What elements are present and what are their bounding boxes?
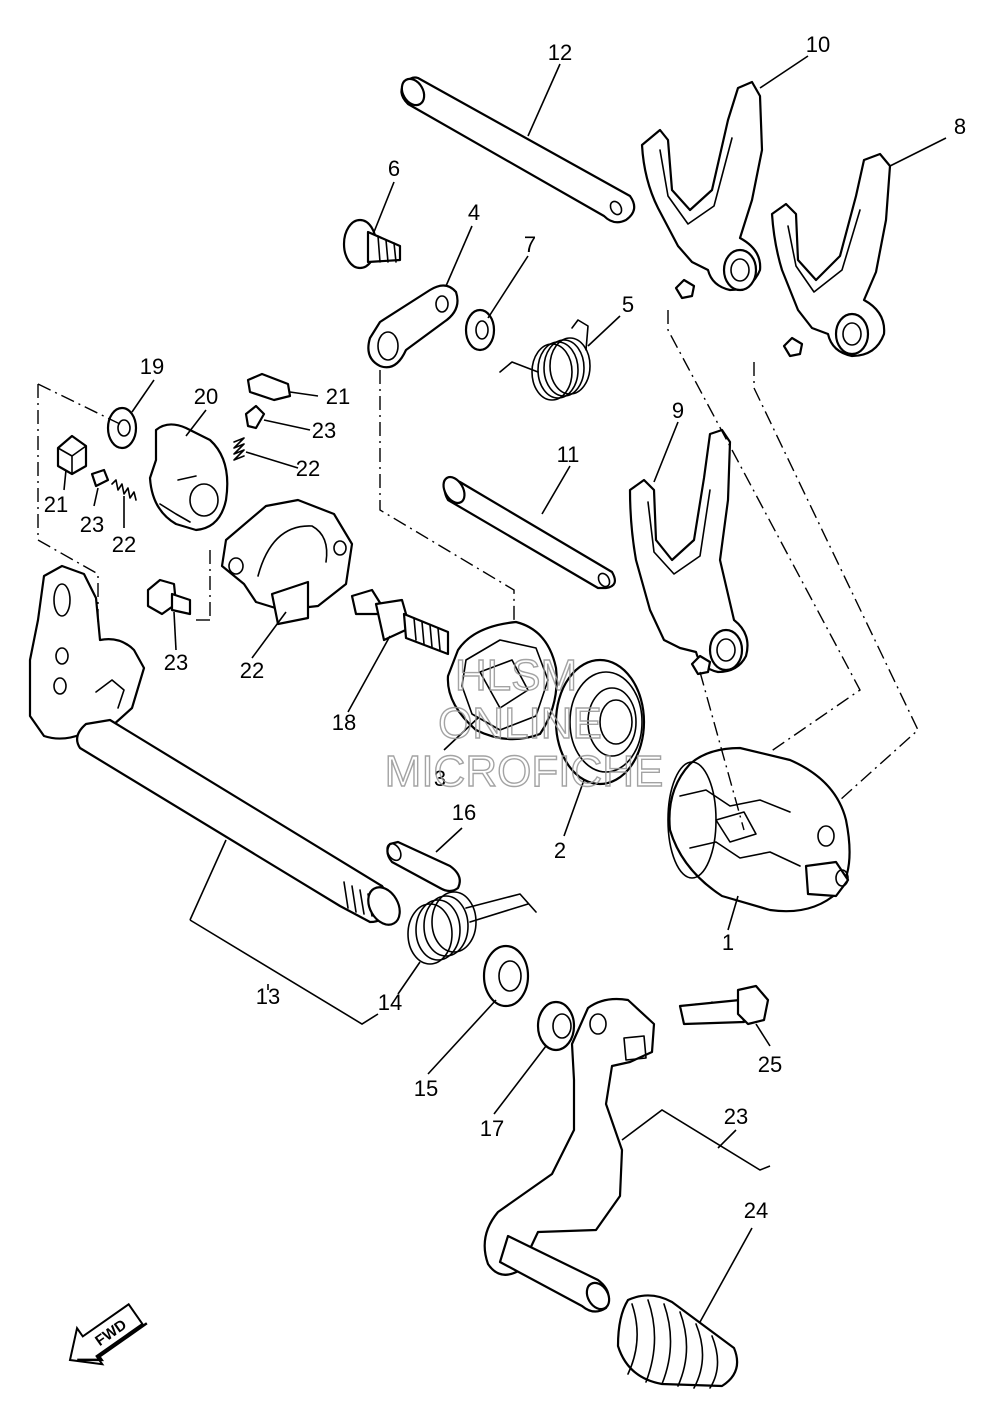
callout-15: 15 [414, 1076, 438, 1101]
callout-6: 6 [388, 156, 400, 181]
callout-1: 1 [722, 930, 734, 955]
shift-drum-1 [667, 746, 851, 913]
bolt-19 [106, 406, 138, 450]
shift-shaft-13 [28, 564, 401, 926]
callout-3: 3 [434, 766, 446, 791]
guide-bar-12 [400, 76, 636, 224]
callout-10: 10 [806, 32, 830, 57]
lever-4 [367, 284, 459, 369]
callout-13: 13 [256, 984, 280, 1009]
callout-23-left: 23 [80, 512, 104, 537]
bolt-18 [350, 588, 450, 656]
callout-19: 19 [140, 354, 164, 379]
key-block-21-left [56, 434, 88, 476]
dowel-pin-16 [386, 840, 461, 893]
callout-25: 23 [164, 650, 188, 675]
bearing-2 [554, 658, 646, 786]
callout-24: 22 [240, 658, 264, 683]
callout-23-upper: 23 [312, 418, 336, 443]
alignment-lines [37, 310, 919, 831]
watermark-line1: HLSM [455, 651, 577, 700]
callout-4: 4 [468, 200, 480, 225]
callout-21-left: 21 [44, 492, 68, 517]
bolt-28 [678, 984, 770, 1026]
watermark: HLSM ONLINE MICROFICHE [384, 650, 664, 796]
shift-fork-8 [770, 152, 892, 358]
washer-7 [464, 308, 496, 352]
spring-22-upper [233, 437, 245, 461]
callout-5: 5 [622, 292, 634, 317]
key-block-21-upper [246, 372, 292, 402]
leader-lines [63, 55, 947, 1323]
watermark-line3: MICROFICHE [385, 747, 664, 796]
callout-26: 23 [724, 1104, 748, 1129]
torsion-spring-5 [499, 319, 591, 401]
callout-labels: 12 10 8 6 4 7 5 19 20 21 23 22 21 23 22 … [44, 32, 966, 1223]
callout-8: 8 [954, 114, 966, 139]
callout-14: 14 [378, 990, 402, 1015]
cam-segment-3 [446, 620, 558, 741]
spring-22-left [111, 479, 137, 501]
shift-fork-9 [628, 428, 749, 676]
callout-21-upper: 21 [326, 384, 350, 409]
callout-22-left: 22 [112, 532, 136, 557]
callout-9: 9 [672, 398, 684, 423]
callout-17: 17 [480, 1116, 504, 1141]
callout-7: 7 [524, 232, 536, 257]
callout-20: 20 [194, 384, 218, 409]
callout-12: 12 [548, 40, 572, 65]
shaft-11 [442, 475, 616, 590]
bush-17 [536, 1000, 576, 1052]
segment-20 [148, 423, 229, 532]
callout-27: 24 [744, 1198, 768, 1223]
pin-23-upper [244, 404, 266, 430]
callout-18: 18 [332, 710, 356, 735]
pedal-rubber-27 [616, 1294, 739, 1389]
callout-11: 11 [557, 442, 580, 467]
return-spring-14 [407, 891, 537, 965]
callout-16: 16 [452, 800, 476, 825]
bolt-25 [146, 578, 192, 616]
washer-15 [482, 944, 530, 1008]
watermark-line2: ONLINE [438, 699, 602, 748]
callout-22-upper: 22 [296, 456, 320, 481]
plate-24 [220, 498, 354, 626]
callout-2: 2 [554, 838, 566, 863]
shift-fork-10 [640, 80, 764, 300]
pin-23-left [90, 468, 110, 488]
forward-arrow-icon: FWD [68, 1302, 148, 1366]
bolt-6 [342, 218, 402, 270]
shift-pedal-26 [483, 997, 656, 1313]
callout-28: 25 [758, 1052, 782, 1077]
